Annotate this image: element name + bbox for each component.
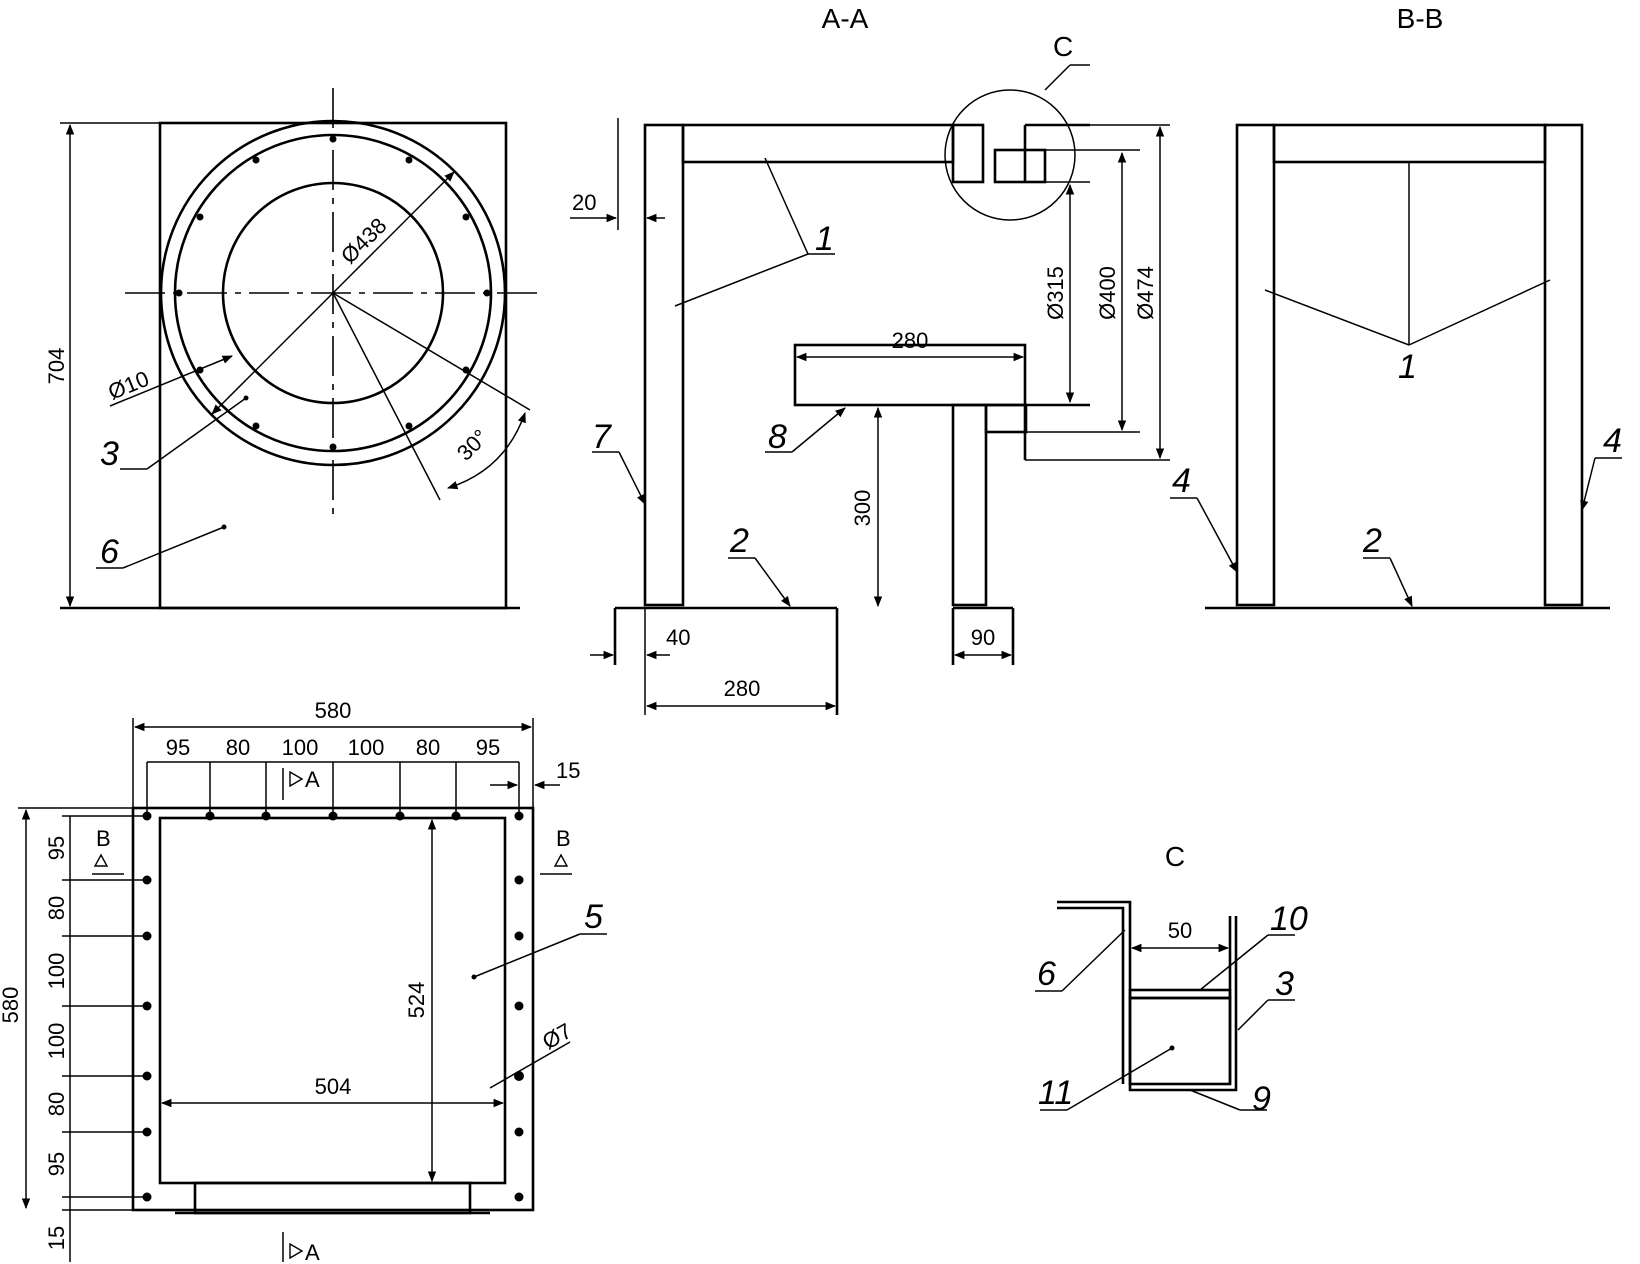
opening-circle xyxy=(221,181,445,405)
callout-7: 7 xyxy=(592,418,612,456)
callout-4-right: 4 xyxy=(1603,422,1622,460)
bolt-holes xyxy=(175,135,491,451)
plan-view: 580 95 80 100 100 80 95 15 A A B B xyxy=(0,698,607,1264)
callout-2-aa: 2 xyxy=(729,522,749,560)
dim-vseg-95a: 95 xyxy=(44,836,69,860)
aa-inner-column xyxy=(951,403,988,607)
dim-w-40: 40 xyxy=(666,625,690,650)
callout-4-left: 4 xyxy=(1172,462,1191,500)
dim-seg-80a: 80 xyxy=(226,735,250,760)
dim-vseg-100b: 100 xyxy=(44,1023,69,1060)
plan-bolt-holes xyxy=(142,811,524,1202)
dim-vseg-95b: 95 xyxy=(44,1152,69,1176)
dim-dia-438: Ø438 xyxy=(336,213,392,269)
bb-right-wall xyxy=(1543,123,1584,607)
section-mark-a-top: A xyxy=(305,767,320,792)
dim-w-90: 90 xyxy=(971,625,995,650)
dim-seg-95b: 95 xyxy=(476,735,500,760)
callout-6-detail: 6 xyxy=(1037,955,1056,993)
aa-top-slab xyxy=(681,123,955,164)
section-bb-title: B-B xyxy=(1397,3,1444,34)
dim-vseg-80b: 80 xyxy=(44,1092,69,1116)
section-aa-title: A-A xyxy=(822,3,869,34)
dim-dia-474: Ø474 xyxy=(1133,266,1158,320)
dim-bottom-280: 280 xyxy=(724,676,761,701)
callout-6-front: 6 xyxy=(100,533,119,571)
bb-top-slab xyxy=(1272,123,1547,164)
dim-edge-15: 15 xyxy=(556,758,580,783)
dim-hole-7: Ø7 xyxy=(538,1018,576,1054)
callout-9: 9 xyxy=(1252,1080,1271,1118)
dim-seg-95a: 95 xyxy=(166,735,190,760)
aa-shelf xyxy=(793,343,1027,407)
dim-detail-50: 50 xyxy=(1168,918,1192,943)
flange-inner-circle xyxy=(173,133,493,453)
section-mark-b-right: B xyxy=(556,826,571,851)
detail-c-circle xyxy=(944,89,1076,221)
callout-5: 5 xyxy=(584,898,603,936)
dim-angle-30: 30° xyxy=(452,424,493,465)
bb-left-wall xyxy=(1235,123,1276,607)
dim-height-580: 580 xyxy=(0,987,23,1024)
dim-seg-100b: 100 xyxy=(348,735,385,760)
dim-dia-315: Ø315 xyxy=(1043,266,1068,320)
callout-3-front: 3 xyxy=(100,435,119,473)
callout-11: 11 xyxy=(1038,1074,1073,1112)
callout-10: 10 xyxy=(1270,900,1308,938)
detail-c: C 50 6 10 3 11 9 xyxy=(1035,841,1308,1118)
dim-vedge-15: 15 xyxy=(44,1226,69,1250)
dim-width-580: 580 xyxy=(315,698,352,723)
detail-c-label: C xyxy=(1053,31,1073,62)
dim-seg-80b: 80 xyxy=(416,735,440,760)
dim-seg-100a: 100 xyxy=(282,735,319,760)
aa-left-wall xyxy=(643,123,685,607)
callout-8: 8 xyxy=(768,418,787,456)
section-aa: A-A C 20 1 xyxy=(570,3,1170,715)
callout-1-aa: 1 xyxy=(815,220,834,258)
plan-inner-panel xyxy=(158,816,507,1185)
front-view: 704 Ø438 Ø10 30° 3 6 xyxy=(44,88,540,610)
detail-c-title: C xyxy=(1165,841,1185,872)
dim-vseg-80a: 80 xyxy=(44,896,69,920)
callout-2-bb: 2 xyxy=(1362,522,1382,560)
flange-outer-circle xyxy=(159,119,507,467)
dim-inner-504: 504 xyxy=(315,1074,352,1099)
dim-dia-400: Ø400 xyxy=(1095,266,1120,320)
dim-inner-524: 524 xyxy=(404,982,429,1019)
detail-c-insulation xyxy=(1128,996,1232,1086)
section-mark-b-left: B xyxy=(96,826,111,851)
dim-wall-20: 20 xyxy=(572,190,596,215)
section-bb: B-B 1 4 4 2 xyxy=(1170,3,1622,610)
callout-1-bb: 1 xyxy=(1398,348,1417,386)
dim-top-280: 280 xyxy=(892,328,929,353)
dim-704: 704 xyxy=(44,348,69,385)
callout-3-detail: 3 xyxy=(1275,965,1294,1003)
dim-h-300: 300 xyxy=(850,490,875,527)
dim-vseg-100a: 100 xyxy=(44,953,69,990)
plan-outer-frame xyxy=(131,806,535,1212)
section-mark-a-bottom: A xyxy=(305,1240,320,1264)
